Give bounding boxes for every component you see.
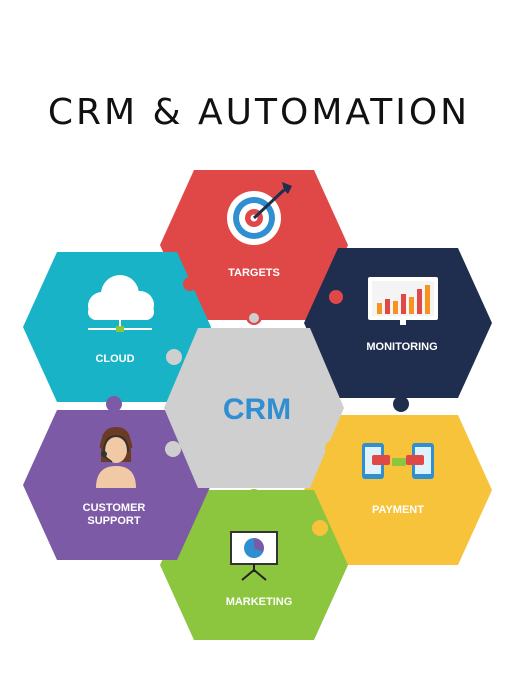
connector-knob	[312, 520, 328, 536]
segment-targets-label: TARGETS	[228, 267, 280, 279]
segment-center: CRM	[164, 328, 344, 488]
segment-support-label-line1: CUSTOMER	[83, 502, 146, 514]
hex-payment	[304, 415, 492, 565]
connector-knob	[246, 489, 262, 505]
segment-cloud: CLOUD	[23, 252, 211, 402]
connector-knob	[249, 313, 259, 323]
puzzle-connectors	[106, 277, 409, 536]
center-label: CRM	[223, 393, 291, 426]
connector-knob	[328, 347, 344, 363]
hex-monitoring	[304, 248, 492, 398]
segment-support: CUSTOMER SUPPORT	[23, 410, 211, 560]
connector-knob	[165, 441, 181, 457]
segment-monitoring-label: MONITORING	[366, 341, 437, 353]
segment-payment-label: PAYMENT	[372, 504, 424, 516]
segment-marketing: MARKETING	[160, 490, 348, 640]
cloud-icon	[88, 275, 154, 332]
segment-payment: PAYMENT	[304, 415, 492, 565]
segment-monitoring: MONITORING	[304, 248, 492, 398]
phone-payment-icon	[362, 443, 434, 479]
connector-knob	[325, 440, 341, 456]
segment-cloud-label: CLOUD	[95, 353, 134, 365]
connector-knob	[173, 509, 187, 523]
segment-marketing-label: MARKETING	[226, 596, 293, 608]
segment-support-label-line2: SUPPORT	[87, 515, 140, 527]
connector-knob	[329, 290, 343, 304]
presentation-board-icon	[230, 531, 278, 581]
connector-knob	[106, 396, 122, 412]
hex-center	[164, 328, 344, 488]
connector-knob	[183, 277, 197, 291]
target-icon	[227, 182, 292, 245]
segment-targets: TARGETS	[160, 170, 348, 320]
page-title: CRM & AUTOMATION	[47, 92, 471, 133]
connector-knob	[166, 349, 182, 365]
support-agent-icon	[96, 427, 136, 488]
connector-knob	[393, 396, 409, 412]
monitor-chart-icon	[368, 277, 438, 325]
